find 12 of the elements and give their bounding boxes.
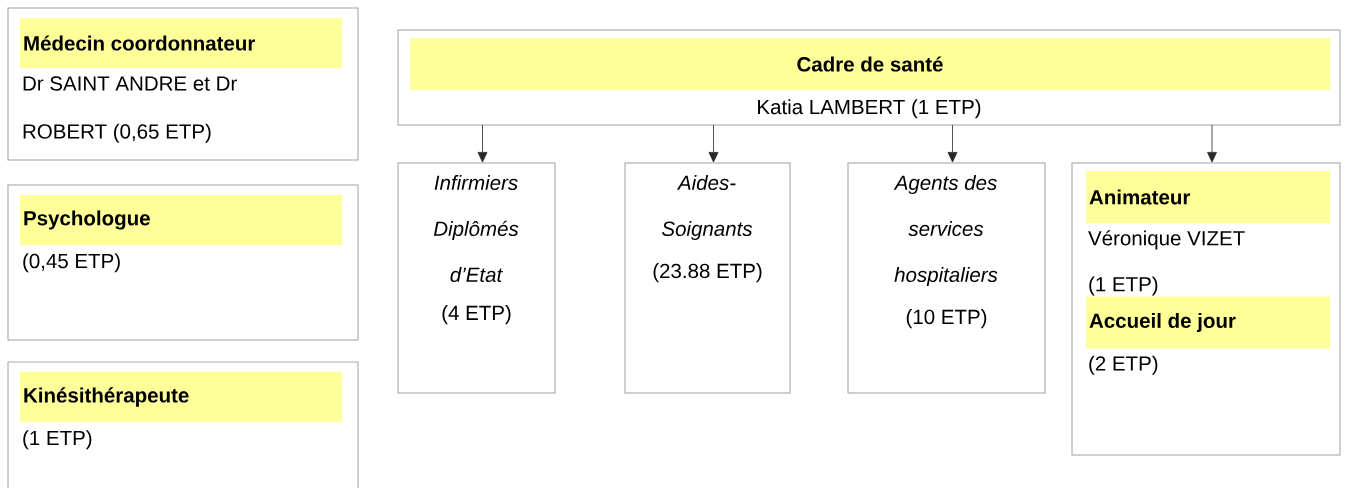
staff-box: Aides-Soignants (23.88 ETP) [624,162,791,394]
arrow [947,124,958,163]
staff-box: Kinésithérapeute (1 ETP) [7,361,359,488]
arrow [477,124,488,163]
staff-box: Animateur Véronique VIZET (1 ETP) Accueil de jour (2 ETP) [1071,162,1341,456]
arrow [708,124,719,163]
staff-box: Psychologue (0,45 ETP) [7,184,359,341]
staff-box: Infirmiers Diplômés d’Etat (4 ETP) [397,162,556,394]
staff-box: Agents des services hospitaliers (10 ETP) [847,162,1046,394]
staff-box: Médecin coordonnateur Dr SAINT ANDRE et Dr ROBERT (0,65 ETP) [7,7,359,161]
arrow [1207,124,1217,163]
staff-box: Cadre de santé Katia LAMBERT (1 ETP) [397,29,1341,126]
